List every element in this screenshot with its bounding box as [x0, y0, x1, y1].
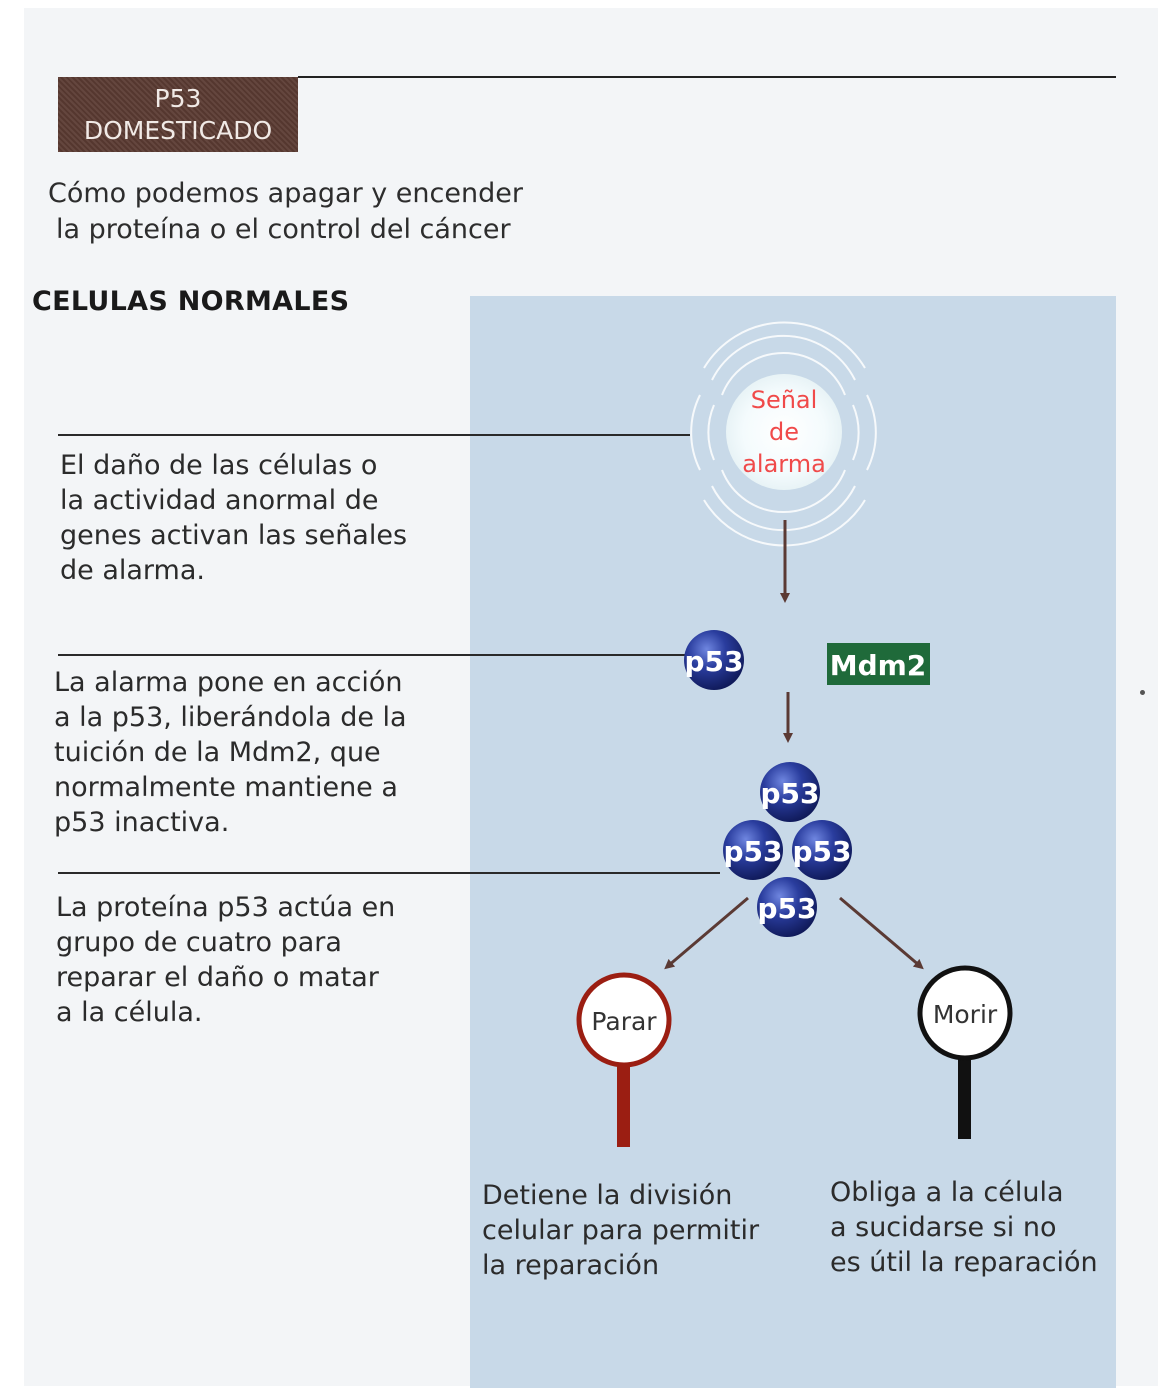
connector-rule-alarm	[58, 434, 690, 436]
arrow-to-die	[839, 896, 924, 970]
annotation-line: de alarma.	[60, 555, 205, 586]
annotation-line: a la célula.	[56, 997, 203, 1028]
die-note-line: Obliga a la célula	[830, 1177, 1064, 1208]
alarm-circle	[726, 374, 842, 490]
p53-tetramer: p53 p53 p53 p53	[723, 762, 852, 937]
header-rule	[298, 76, 1116, 78]
annotation-line: tuición de la Mdm2, que	[54, 737, 381, 768]
die-note: Obliga a la célula a sucidarse si no es …	[830, 1175, 1098, 1280]
mdm2-protein: Mdm2	[827, 643, 930, 685]
stop-stem	[617, 1060, 630, 1147]
stop-ring	[576, 972, 672, 1068]
subtitle-line-2: la proteína o el control del cáncer	[56, 214, 511, 245]
annotation-line: La alarma pone en acción	[54, 667, 403, 698]
alarm-ripples	[690, 321, 877, 547]
annotation-line: genes activan las señales	[60, 520, 408, 551]
mdm2-label: Mdm2	[830, 649, 927, 682]
connector-rule-tetramer	[58, 872, 720, 874]
alarm-label-line-2: de	[769, 418, 799, 446]
annotation-p53-release: La alarma pone en acción a la p53, liber…	[54, 665, 407, 840]
mdm2-box	[827, 643, 930, 685]
annotation-line: grupo de cuatro para	[56, 927, 342, 958]
subtitle: Cómo podemos apagar y encender la proteí…	[48, 176, 523, 248]
alarm-label-line-1: Señal	[751, 386, 818, 414]
alarm-label-line-3: alarma	[742, 450, 826, 478]
annotation-line: la actividad anormal de	[60, 485, 379, 516]
annotation-line: reparar el daño o matar	[56, 962, 379, 993]
section-heading: CELULAS NORMALES	[32, 286, 350, 317]
alarm-signal: Señal de alarma	[690, 321, 877, 547]
title-line-2: DOMESTICADO	[83, 116, 273, 145]
annotation-line: El daño de las células o	[60, 450, 378, 481]
stop-note-line: la reparación	[482, 1250, 660, 1281]
title-line-1: P53	[154, 84, 202, 113]
die-note-line: a sucidarse si no	[830, 1212, 1057, 1243]
p53-label: p53	[757, 892, 816, 925]
print-speck	[1140, 690, 1145, 695]
stop-note-line: Detiene la división	[482, 1180, 733, 1211]
stop-outcome: Parar	[576, 972, 672, 1147]
die-outcome: Morir	[917, 965, 1013, 1139]
stop-label: Parar	[591, 1007, 657, 1036]
p53-ball	[792, 820, 852, 880]
annotation-alarm: El daño de las células o la actividad an…	[60, 448, 407, 588]
p53-protein: p53	[684, 630, 744, 690]
p53-label: p53	[760, 777, 819, 810]
title-badge: P53 DOMESTICADO	[58, 77, 298, 152]
p53-label: p53	[792, 835, 851, 868]
p53-ball	[723, 820, 783, 880]
p53-ball	[757, 877, 817, 937]
annotation-line: p53 inactiva.	[54, 807, 230, 838]
p53-ball	[760, 762, 820, 822]
annotation-line: normalmente mantiene a	[54, 772, 398, 803]
die-label: Morir	[933, 1000, 998, 1029]
annotation-line: a la p53, liberándola de la	[54, 702, 407, 733]
die-ring	[917, 965, 1013, 1061]
stop-note: Detiene la división celular para permiti…	[482, 1178, 759, 1283]
annotation-line: La proteína p53 actúa en	[56, 892, 396, 923]
stop-note-line: celular para permitir	[482, 1215, 760, 1246]
annotation-tetramer: La proteína p53 actúa en grupo de cuatro…	[56, 890, 395, 1030]
p53-label: p53	[723, 835, 782, 868]
subtitle-line-1: Cómo podemos apagar y encender	[48, 178, 523, 209]
die-stem	[958, 1052, 971, 1139]
p53-label: p53	[684, 645, 743, 678]
die-note-line: es útil la reparación	[830, 1247, 1098, 1278]
p53-ball	[684, 630, 744, 690]
connector-rule-p53	[58, 654, 688, 656]
arrow-to-stop	[664, 896, 749, 970]
